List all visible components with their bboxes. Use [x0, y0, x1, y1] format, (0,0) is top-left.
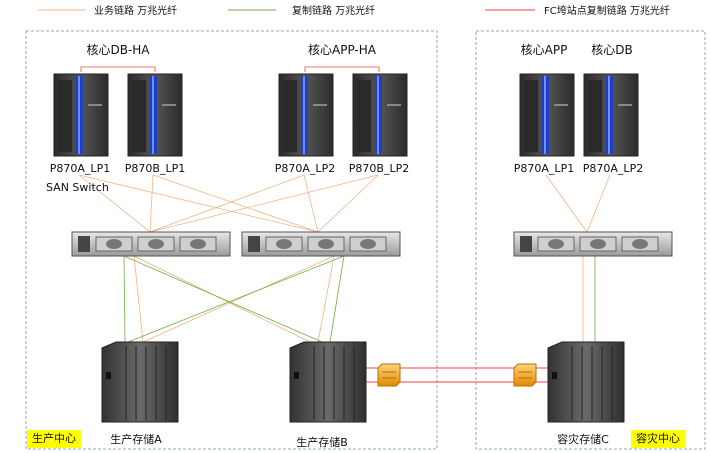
- storage-b: [289, 341, 367, 423]
- server-s1: [53, 73, 109, 157]
- ha-brackets: [80, 66, 380, 72]
- server-s5: [519, 73, 575, 157]
- fc-converter-production-icon: [377, 363, 401, 387]
- server-label-s1: P870A_LP1: [50, 162, 110, 175]
- dr-center-boundary: [475, 30, 706, 450]
- legend-fc-site-label: FC垮站点复制链路 万兆光纤: [544, 4, 670, 17]
- san-switch-3: [513, 231, 673, 257]
- group-dr-core-app: 核心APP: [521, 43, 568, 57]
- group-core-app-ha: 核心APP-HA: [308, 43, 377, 57]
- dr-center-tag: 容灾中心: [631, 430, 685, 448]
- storage-c: [547, 341, 625, 423]
- server-label-s4: P870B_LP2: [349, 162, 409, 175]
- legend-business-label: 业务链路 万兆光纤: [94, 4, 177, 17]
- storage-a: [101, 341, 179, 423]
- san-switch-2: [241, 231, 401, 257]
- business-links-storage: [133, 255, 584, 343]
- server-s4: [352, 73, 408, 157]
- replication-links: [123, 255, 596, 343]
- group-core-db-ha: 核心DB-HA: [86, 43, 150, 57]
- san-switch-1: [71, 231, 231, 257]
- storage-label-b: 生产存储B: [296, 435, 348, 449]
- production-center-tag: 生产中心: [27, 430, 81, 448]
- storage-label-a: 生产存储A: [110, 432, 162, 446]
- legend: 业务链路 万兆光纤 复制链路 万兆光纤 FC垮站点复制链路 万兆光纤: [38, 4, 670, 17]
- business-links: [78, 174, 611, 233]
- group-dr-core-db: 核心DB: [591, 43, 632, 57]
- storage-label-c: 容灾存储C: [557, 432, 609, 446]
- server-label-s2: P870B_LP1: [125, 162, 185, 175]
- server-label-s3: P870A_LP2: [275, 162, 335, 175]
- server-s2: [127, 73, 183, 157]
- server-s6: [583, 73, 639, 157]
- fc-converter-dr-icon: [513, 363, 537, 387]
- server-label-s5: P870A_LP1: [514, 162, 574, 175]
- legend-replication-label: 复制链路 万兆光纤: [292, 4, 375, 17]
- san-switch-label: SAN Switch: [46, 181, 109, 194]
- server-label-s6: P870A_LP2: [583, 162, 643, 175]
- server-s3: [278, 73, 334, 157]
- production-center-boundary: [25, 30, 438, 450]
